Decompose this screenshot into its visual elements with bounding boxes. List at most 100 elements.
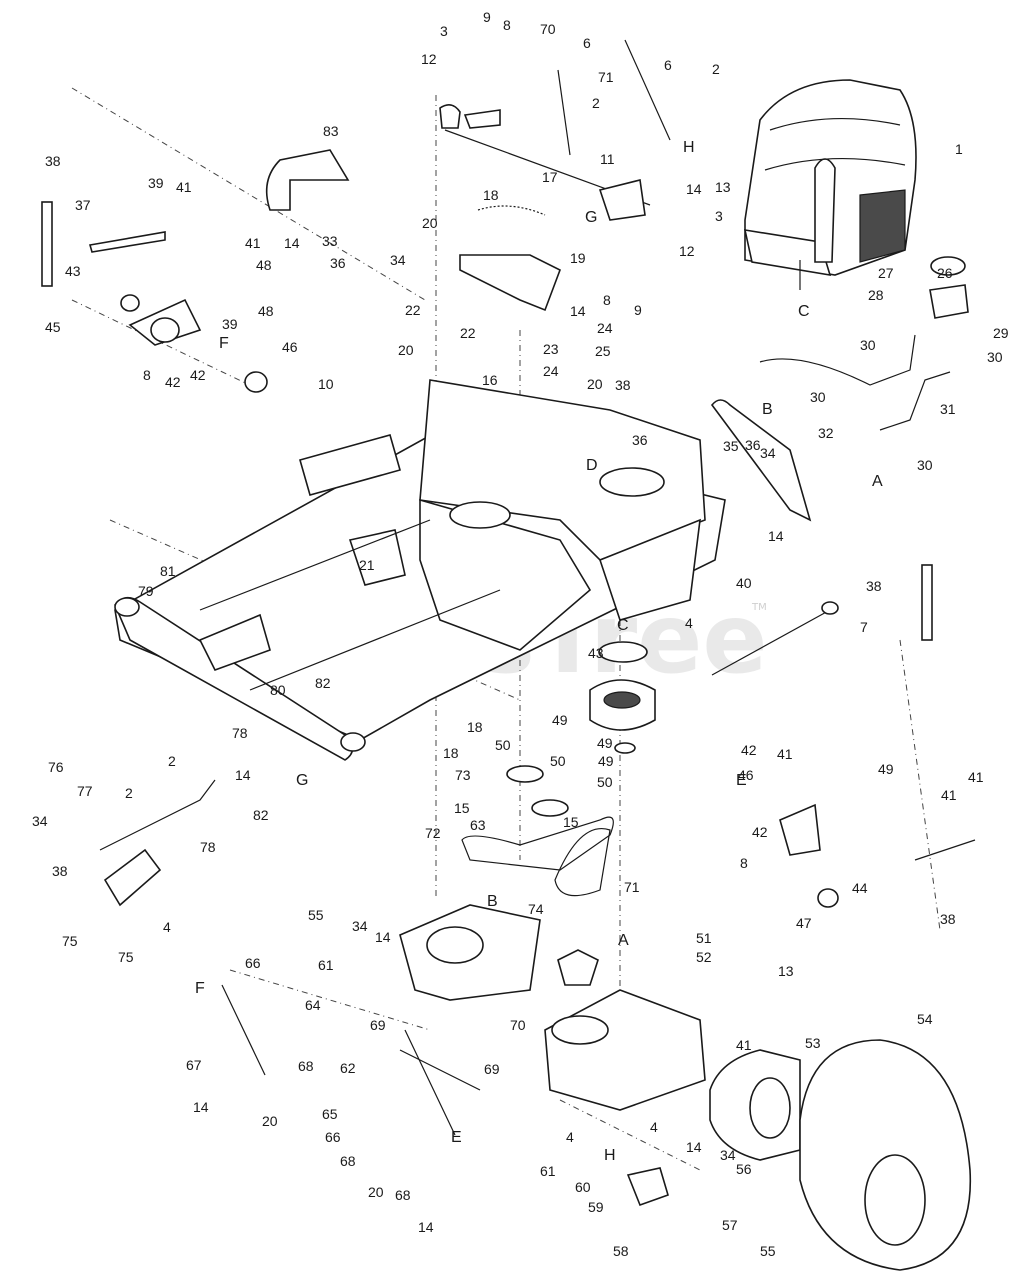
- callout: 50: [495, 737, 511, 753]
- callout: 82: [253, 807, 269, 823]
- callout: 67: [186, 1057, 202, 1073]
- callout: 66: [245, 955, 261, 971]
- callout: 14: [570, 303, 586, 319]
- callout: 21: [359, 557, 375, 573]
- callout: 7: [860, 619, 868, 635]
- callout: 49: [552, 712, 568, 728]
- callout: 81: [160, 563, 176, 579]
- callout: 42: [190, 367, 206, 383]
- callout: 45: [45, 319, 61, 335]
- callout: 49: [597, 735, 613, 751]
- right-motion-control: [711, 564, 976, 908]
- callout: 49: [598, 753, 614, 769]
- callout: 38: [52, 863, 68, 879]
- callout: 8: [740, 855, 748, 871]
- callout: 24: [543, 363, 559, 379]
- callout: 72: [425, 825, 441, 841]
- callout: 68: [340, 1153, 356, 1169]
- callout: 36: [745, 437, 761, 453]
- callout: 74: [528, 901, 544, 917]
- ref-letter: E: [736, 772, 747, 789]
- callout: 11: [600, 151, 615, 167]
- callout: 31: [940, 401, 956, 417]
- callout: 59: [588, 1199, 604, 1215]
- callout: 24: [597, 320, 613, 336]
- ref-letter: B: [487, 893, 498, 910]
- callout: 64: [305, 997, 321, 1013]
- lower-steering-arms: [99, 779, 669, 1207]
- callout: 57: [722, 1217, 738, 1233]
- callout: 70: [510, 1017, 526, 1033]
- callout: 83: [323, 123, 339, 139]
- callout: 48: [256, 257, 272, 273]
- callout: 78: [232, 725, 248, 741]
- callout: 14: [768, 528, 784, 544]
- callout: 25: [595, 343, 611, 359]
- ref-letter: D: [586, 457, 598, 474]
- callout: 55: [760, 1243, 776, 1259]
- callout: 38: [940, 911, 956, 927]
- callout: 42: [752, 824, 768, 840]
- callout-numbers: 1 2 2 2 2 3 3 4 4 4 4 6 6 7 8 8 8 8 9 9 …: [32, 9, 1009, 1259]
- ref-letter: F: [195, 980, 205, 997]
- callout: 34: [720, 1147, 736, 1163]
- callout: 10: [318, 376, 334, 392]
- callout: 20: [422, 215, 438, 231]
- callout: 71: [598, 69, 614, 85]
- callout: 14: [235, 767, 251, 783]
- callout: 49: [878, 761, 894, 777]
- callout: 40: [736, 575, 752, 591]
- callout: 41: [941, 787, 957, 803]
- ref-letter: G: [585, 209, 597, 226]
- callout: 30: [860, 337, 876, 353]
- callout: 63: [470, 817, 486, 833]
- callout: 12: [679, 243, 695, 259]
- ref-letter: C: [798, 303, 810, 320]
- callout: 8: [503, 17, 511, 33]
- callout: 38: [45, 153, 61, 169]
- callout: 23: [543, 341, 559, 357]
- steering-upper: [439, 39, 671, 312]
- callout: 20: [368, 1184, 384, 1200]
- callout: 58: [613, 1243, 629, 1259]
- callout: 47: [796, 915, 812, 931]
- callout: 13: [778, 963, 794, 979]
- callout: 55: [308, 907, 324, 923]
- callout: 68: [395, 1187, 411, 1203]
- callout: 22: [460, 325, 476, 341]
- rear-wheel: [709, 1039, 972, 1271]
- callout: 80: [270, 682, 286, 698]
- ref-letter: H: [604, 1147, 616, 1164]
- callout: 48: [258, 303, 274, 319]
- ref-letter: E: [451, 1129, 462, 1146]
- callout: 75: [62, 933, 78, 949]
- callout: 18: [467, 719, 483, 735]
- callout: 8: [603, 292, 611, 308]
- callout: 19: [570, 250, 586, 266]
- callout: 30: [810, 389, 826, 405]
- callout: 37: [75, 197, 91, 213]
- callout: 41: [777, 746, 793, 762]
- callout: 15: [563, 814, 579, 830]
- callout: 9: [483, 9, 491, 25]
- callout: 30: [987, 349, 1003, 365]
- callout: 50: [550, 753, 566, 769]
- callout: 32: [818, 425, 834, 441]
- callout: 36: [330, 255, 346, 271]
- callout: 62: [340, 1060, 356, 1076]
- callout: 44: [852, 880, 868, 896]
- callout: 6: [583, 35, 591, 51]
- callout: 43: [65, 263, 81, 279]
- callout: 34: [760, 445, 776, 461]
- callout: 18: [483, 187, 499, 203]
- callout: 38: [615, 377, 631, 393]
- callout: 35: [723, 438, 739, 454]
- callout: 20: [587, 376, 603, 392]
- callout: 4: [163, 919, 171, 935]
- callout: 2: [168, 753, 176, 769]
- callout: 41: [736, 1037, 752, 1053]
- reference-letters: A A B B C C D E E F F G G H H: [195, 139, 883, 1164]
- left-motion-control: [41, 149, 350, 393]
